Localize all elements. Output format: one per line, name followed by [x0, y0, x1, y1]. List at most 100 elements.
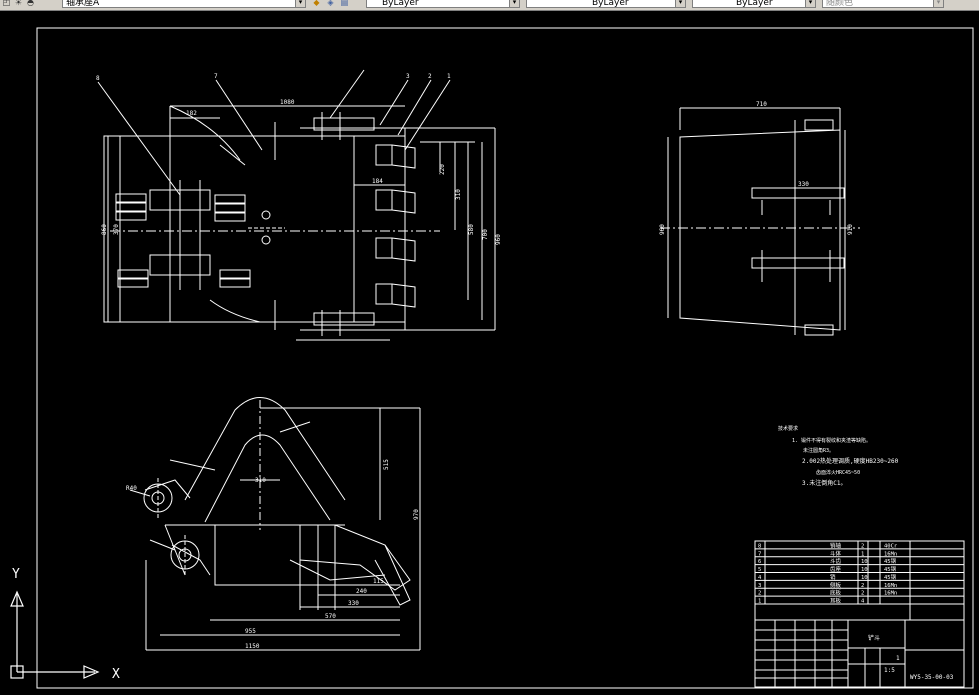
color-dropdown-value: ByLayer — [382, 0, 419, 8]
dim-370: 370 — [113, 224, 120, 235]
front-view — [97, 69, 496, 341]
parts-row-no: 3 — [758, 583, 761, 589]
part-label-2: 2 — [428, 73, 432, 80]
lock-icon[interactable]: ◓ — [27, 0, 34, 7]
parts-row-no: 1 — [758, 599, 761, 605]
parts-row-name: 底板 — [830, 589, 842, 597]
dim-310: 310 — [455, 189, 462, 200]
ucs-y-label: Y — [12, 567, 20, 582]
chevron-down-icon[interactable]: ▾ — [805, 0, 815, 7]
side-view — [660, 107, 860, 336]
parts-row-qty: 10 — [861, 567, 868, 573]
freeze-icon[interactable]: ☀ — [14, 0, 23, 7]
parts-list: 8 销轴 2 40Cr 7 斗体 1 16Mn 6 斗齿 10 45钢 5 齿座 10 45钢 4 销 10 45钢 3… — [755, 541, 964, 605]
parts-row-qty: 2 — [861, 543, 864, 549]
technical-notes: 技术要求 1. 锻件不得有裂纹和夹渣等缺陷。 未注圆角R3。 2.002热处理调… — [778, 425, 899, 487]
dim-955: 955 — [245, 628, 256, 635]
parts-row-material: 16Mn — [884, 583, 897, 589]
linetype-dropdown-value: ByLayer — [592, 0, 629, 8]
chevron-down-icon[interactable]: ▾ — [509, 0, 519, 7]
part-label-8: 8 — [96, 75, 100, 82]
teeth — [375, 144, 416, 308]
layer-state-icon[interactable]: ◰ — [2, 0, 11, 7]
drawing-number: WY5-35-00-03 — [910, 674, 954, 681]
note-2b: 齿面淬火HRC45~50 — [816, 469, 860, 476]
parts-row-qty: 2 — [861, 583, 864, 589]
chevron-down-icon[interactable]: ▾ — [933, 0, 943, 7]
title-block-labels: 铲斗 WY5-35-00-03 1:5 1 — [868, 634, 954, 681]
dim-570: 570 — [325, 613, 336, 620]
dim-700: 700 — [482, 229, 489, 240]
make-current-layer-icon[interactable]: ◆ — [313, 0, 320, 7]
parts-row-material: 40Cr — [884, 543, 898, 549]
parts-row-no: 2 — [758, 591, 761, 597]
sheet-value: 1 — [896, 655, 900, 662]
dim-184: 184 — [372, 178, 383, 185]
dim-side-910: 910 — [847, 224, 854, 235]
parts-row-qty: 1 — [861, 551, 864, 557]
parts-row-no: 6 — [758, 559, 761, 565]
front-view-labels: 8 7 3 2 1 1080 182 184 220 310 580 700 9… — [96, 73, 502, 245]
parts-row-name: 耳板 — [830, 597, 842, 605]
side-view-labels: 710 960 910 330 — [659, 101, 854, 235]
dim-330: 330 — [798, 181, 809, 188]
parts-row-material: 16Mn — [884, 551, 897, 557]
dim-1150: 1150 — [245, 643, 260, 650]
dim-bottom-330: 330 — [348, 600, 359, 607]
dim-240: 240 — [356, 588, 367, 595]
lineweight-dropdown[interactable]: ByLayer ▾ — [692, 0, 816, 8]
parts-row-name: 齿座 — [830, 565, 842, 573]
notes-title: 技术要求 — [778, 425, 798, 432]
parts-row-no: 7 — [758, 551, 761, 557]
dim-970: 970 — [413, 509, 420, 520]
plotstyle-dropdown-value: 随颜色 — [826, 0, 854, 8]
parts-row-qty: 2 — [861, 591, 864, 597]
parts-row-qty: 10 — [861, 575, 868, 581]
linetype-dropdown[interactable]: ByLayer ▾ — [526, 0, 686, 8]
dim-bottom-310: 310 — [255, 477, 266, 484]
drawing-border — [36, 27, 974, 689]
dim-860: 860 — [101, 224, 108, 235]
dim-115: 115 — [373, 578, 384, 585]
chevron-down-icon[interactable]: ▾ — [675, 0, 685, 7]
parts-row-qty: 10 — [861, 559, 868, 565]
parts-row-no: 8 — [758, 543, 761, 549]
part-label-1: 1 — [447, 73, 451, 80]
note-1: 1. 锻件不得有裂纹和夹渣等缺陷。 — [792, 437, 871, 444]
parts-row-material: 16Mn — [884, 591, 897, 597]
layer-dropdown-value: 轴承座A — [66, 0, 100, 8]
parts-row-name: 斗体 — [830, 549, 842, 557]
dim-580: 580 — [468, 224, 475, 235]
part-label-7: 7 — [214, 73, 218, 80]
dim-1080: 1080 — [280, 99, 295, 106]
parts-row-no: 5 — [758, 567, 761, 573]
parts-row-name: 销轴 — [830, 541, 842, 549]
parts-row-material: 45钢 — [884, 565, 897, 573]
ucs-labels: Y X — [12, 567, 120, 682]
parts-row-material: 45钢 — [884, 573, 897, 581]
dim-710: 710 — [756, 101, 767, 108]
note-2: 2.002热处理调质,硬度HB230~260 — [802, 457, 899, 465]
layer-dropdown[interactable]: 轴承座A ▾ — [62, 0, 306, 8]
color-dropdown[interactable]: ByLayer ▾ — [366, 0, 520, 8]
dim-r40: R40 — [126, 485, 137, 492]
dim-182: 182 — [186, 110, 197, 117]
chevron-down-icon[interactable]: ▾ — [295, 0, 305, 7]
parts-row-material: 45钢 — [884, 557, 897, 565]
drawing-canvas[interactable]: 8 7 3 2 1 1080 182 184 220 310 580 700 9… — [0, 11, 979, 695]
layers-icon[interactable]: ▤ — [340, 0, 349, 7]
dim-side-960: 960 — [659, 224, 666, 235]
dim-515: 515 — [383, 459, 390, 470]
parts-row-name: 斗齿 — [830, 558, 842, 565]
plotstyle-dropdown[interactable]: 随颜色 ▾ — [822, 0, 944, 8]
drawing-name: 铲斗 — [868, 634, 880, 642]
dim-960: 960 — [495, 234, 502, 245]
parts-row-qty: 4 — [861, 599, 865, 605]
note-3: 3.未注倒角C1。 — [802, 479, 846, 487]
parts-row-no: 4 — [758, 575, 762, 581]
ucs-icon — [10, 590, 100, 679]
properties-toolbar: ◰ ☀ ◓ 轴承座A ▾ ◆ ◈ ▤ ByLayer ▾ ByLayer ▾ B… — [0, 0, 979, 11]
lineweight-dropdown-value: ByLayer — [736, 0, 773, 8]
layer-previous-icon[interactable]: ◈ — [327, 0, 334, 7]
parts-row-name: 销 — [830, 573, 836, 581]
